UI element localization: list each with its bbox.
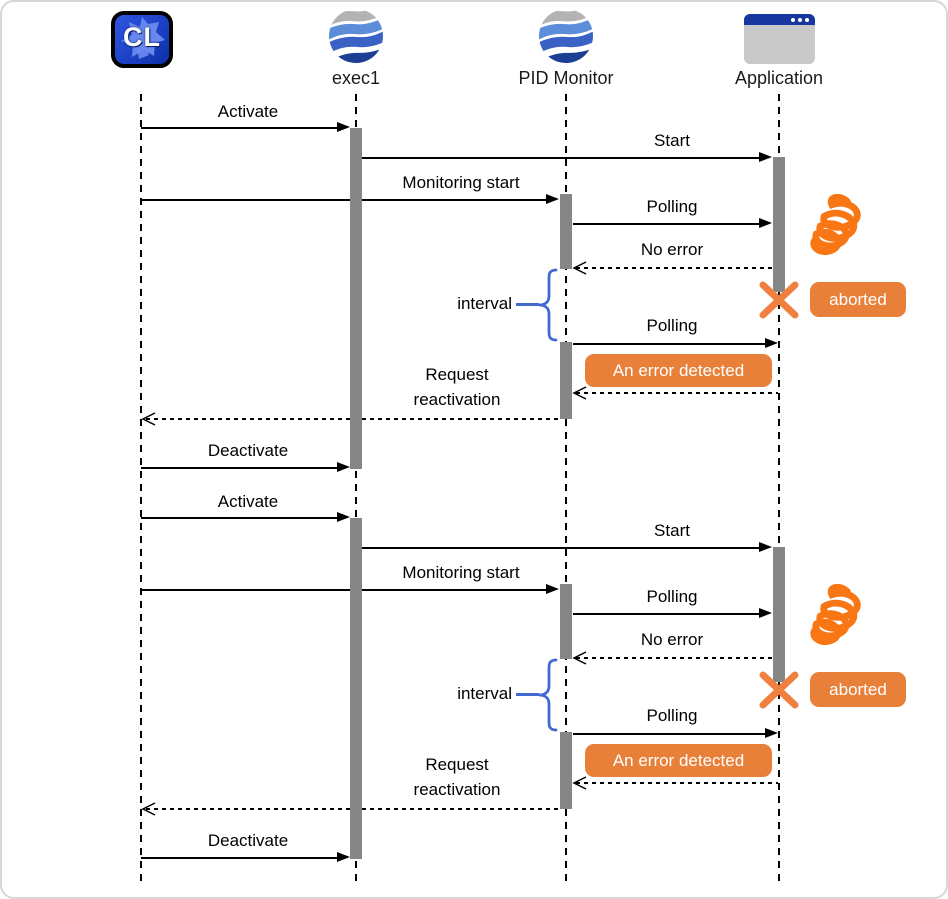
activation-bar-application: [773, 547, 785, 682]
message-label-request-reactivation: Request reactivation: [413, 755, 501, 799]
message-line-error-return: [576, 392, 778, 394]
arrowhead-icon: [765, 338, 778, 348]
error-detected-badge: An error detected: [585, 354, 772, 387]
app-window-icon: [744, 14, 815, 64]
message-label-deactivate: Deactivate: [207, 831, 289, 850]
spring-doodle-icon: [810, 194, 861, 255]
message-line-start: [362, 547, 760, 549]
arrowhead-icon: [759, 152, 772, 162]
message-line-start: [362, 157, 760, 159]
activation-bar-pid: [560, 342, 572, 419]
activation-bar-pid: [560, 194, 572, 269]
open-arrowhead-icon: [572, 386, 587, 400]
sequence-block-2: Activate Start Monitoring start Polling …: [2, 392, 946, 862]
abort-x-icon: [759, 281, 799, 319]
spring-doodle-icon: [810, 584, 861, 645]
arrowhead-icon: [546, 194, 559, 204]
window-dot-icon: [805, 17, 809, 22]
arrowhead-icon: [765, 728, 778, 738]
participant-label-application: Application: [734, 68, 824, 88]
globe-waves-icon: [328, 8, 384, 64]
open-arrowhead-icon: [572, 651, 587, 665]
arrowhead-icon: [546, 584, 559, 594]
message-label-activate: Activate: [217, 492, 279, 511]
message-label-polling: Polling: [646, 587, 698, 606]
interval-brace-icon: [538, 658, 558, 732]
message-label-polling: Polling: [646, 706, 698, 725]
message-line-monitoring-start: [141, 199, 547, 201]
interval-label: interval: [457, 684, 512, 703]
activation-bar-exec1: [350, 518, 362, 859]
lifeline-pid-monitor: [565, 94, 567, 883]
message-line-monitoring-start: [141, 589, 547, 591]
message-line-polling-1: [573, 223, 760, 225]
message-label-start: Start: [654, 131, 690, 150]
cl-logo-text: CL: [123, 22, 161, 52]
activation-bar-exec1: [350, 128, 362, 469]
interval-label: interval: [457, 294, 512, 313]
window-titlebar: [744, 14, 815, 25]
message-line-activate: [141, 517, 338, 519]
lifeline-application: [778, 94, 780, 883]
lifeline-exec1: [355, 94, 357, 883]
arrowhead-icon: [759, 542, 772, 552]
window-dot-icon: [798, 17, 802, 22]
arrowhead-icon: [759, 608, 772, 618]
interval-brace-connector: [516, 693, 539, 696]
activation-bar-pid: [560, 732, 572, 809]
interval-brace-icon: [538, 268, 558, 342]
message-label-request-reactivation: Request reactivation: [413, 365, 501, 409]
open-arrowhead-icon: [572, 261, 587, 275]
participant-label-pid-monitor: PID Monitor: [518, 68, 614, 88]
message-line-polling-1: [573, 613, 760, 615]
message-label-polling: Polling: [646, 197, 698, 216]
interval-brace-connector: [516, 303, 539, 306]
arrowhead-icon: [337, 122, 350, 132]
open-arrowhead-icon: [141, 412, 156, 426]
message-label-no-error: No error: [640, 240, 704, 259]
participant-label-exec1: exec1: [331, 68, 381, 88]
message-line-polling-2: [573, 733, 766, 735]
message-line-deactivate: [141, 857, 338, 859]
abort-x-icon: [759, 671, 799, 709]
sequence-block-1: Activate Start Monitoring start Polling …: [2, 2, 946, 472]
arrowhead-icon: [337, 512, 350, 522]
message-label-start: Start: [654, 521, 690, 540]
message-line-deactivate: [141, 467, 338, 469]
message-label-no-error: No error: [640, 630, 704, 649]
cl-logo-shape: [121, 17, 165, 59]
message-label-polling: Polling: [646, 316, 698, 335]
globe-waves-icon: [538, 8, 594, 64]
message-line-polling-2: [573, 343, 766, 345]
window-dot-icon: [791, 17, 795, 22]
activation-bar-application: [773, 157, 785, 292]
error-detected-badge: An error detected: [585, 744, 772, 777]
message-line-error-return: [576, 782, 778, 784]
arrowhead-icon: [337, 852, 350, 862]
arrowhead-icon: [759, 218, 772, 228]
message-label-deactivate: Deactivate: [207, 441, 289, 460]
open-arrowhead-icon: [141, 802, 156, 816]
activation-bar-pid: [560, 584, 572, 659]
message-label-activate: Activate: [217, 102, 279, 121]
message-label-monitoring-start: Monitoring start: [402, 563, 520, 582]
cl-logo-icon: CL: [111, 11, 173, 68]
lifeline-cl: [140, 94, 142, 883]
aborted-badge: aborted: [810, 672, 906, 707]
arrowhead-icon: [337, 462, 350, 472]
open-arrowhead-icon: [572, 776, 587, 790]
message-label-monitoring-start: Monitoring start: [402, 173, 520, 192]
message-line-no-error: [576, 267, 773, 269]
message-line-no-error: [576, 657, 773, 659]
aborted-badge: aborted: [810, 282, 906, 317]
message-line-activate: [141, 127, 338, 129]
